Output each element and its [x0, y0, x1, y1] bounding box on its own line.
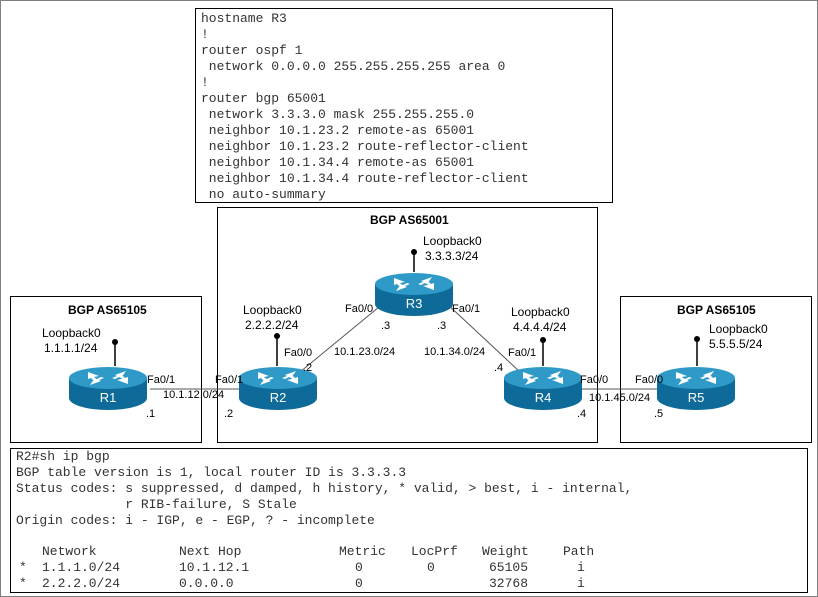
table-header-path: Path — [563, 544, 595, 559]
loopback-ip: 5.5.5.5/24 — [709, 337, 763, 351]
config-line: neighbor 10.1.23.2 remote-as 65001 — [201, 123, 475, 138]
iface-r4-fa00: Fa0/0 — [580, 374, 609, 386]
loopback-label-r2: Loopback0 2.2.2.2/24 — [243, 303, 302, 333]
link-r3-r4 — [444, 301, 521, 373]
config-line: network 3.3.3.0 mask 255.255.255.0 — [201, 107, 475, 122]
table-row-weight: 32768 — [489, 576, 529, 591]
iface-r3-fa00: Fa0/0 — [345, 303, 374, 315]
iface-r2-fa01: Fa0/1 — [215, 374, 244, 386]
table-row-status: * — [19, 560, 27, 575]
loopback-name: Loopback0 — [423, 234, 482, 248]
loopback-ip: 2.2.2.2/24 — [245, 318, 299, 332]
table-header-metric: Metric — [339, 544, 386, 559]
as-title-right: BGP AS65105 — [677, 303, 756, 317]
as-title-left: BGP AS65105 — [68, 303, 147, 317]
router-icon — [69, 367, 147, 410]
table-row-status: * — [19, 576, 27, 591]
router-name: R1 — [99, 390, 117, 405]
config-line: ! — [201, 75, 209, 90]
router-icon — [239, 367, 317, 410]
router-name: R2 — [269, 390, 287, 405]
config-line: neighbor 10.1.23.2 route-reflector-clien… — [201, 139, 529, 154]
loopback-ip: 3.3.3.3/24 — [425, 249, 479, 263]
output-line: r RIB-failure, S Stale — [16, 497, 297, 512]
loopback-name: Loopback0 — [42, 326, 101, 340]
loopback-dot-r4 — [540, 337, 546, 343]
router-name: R4 — [534, 390, 552, 405]
loopback-name: Loopback0 — [243, 303, 302, 317]
iface-r4-fa01: Fa0/1 — [508, 347, 537, 359]
loopback-ip: 1.1.1.1/24 — [44, 341, 98, 355]
router-icon — [375, 273, 453, 316]
bgp-output-box: R2#sh ip bgp BGP table version is 1, loc… — [10, 448, 808, 593]
router-r1[interactable]: R1 — [68, 366, 148, 412]
host-r3-left: .3 — [381, 320, 391, 332]
table-row-network: 1.1.1.0/24 — [42, 560, 121, 575]
table-row-metric: 0 — [355, 576, 363, 591]
subnet-r1-r2: 10.1.12.0/24 — [163, 389, 225, 401]
host-r4-right: .4 — [577, 408, 587, 420]
table-row-next-hop: 0.0.0.0 — [179, 576, 234, 591]
host-r1: .1 — [146, 408, 156, 420]
config-line: neighbor 10.1.34.4 remote-as 65001 — [201, 155, 475, 170]
as-title-center: BGP AS65001 — [370, 213, 449, 227]
table-row-path: i — [577, 560, 585, 575]
loopback-dot-r3 — [411, 249, 417, 255]
config-line: neighbor 10.1.34.4 route-reflector-clien… — [201, 171, 529, 186]
table-header-locprf: LocPrf — [411, 544, 458, 559]
host-r2-left: .2 — [224, 408, 234, 420]
config-line: no auto-summary — [201, 187, 326, 202]
loopback-dot-r1 — [112, 339, 118, 345]
router-icon — [657, 367, 735, 410]
router-r4[interactable]: R4 — [503, 366, 583, 412]
loopback-label-r3: Loopback0 3.3.3.3/24 — [423, 234, 482, 264]
table-header-next-hop: Next Hop — [179, 544, 242, 559]
table-header-network: Network — [42, 544, 97, 559]
config-line: router bgp 65001 — [201, 91, 326, 106]
subnet-r2-r3: 10.1.23.0/24 — [334, 346, 396, 358]
loopback-label-r5: Loopback0 5.5.5.5/24 — [709, 322, 768, 352]
host-r5: .5 — [654, 408, 664, 420]
iface-r5-fa00: Fa0/0 — [635, 374, 664, 386]
config-line: router ospf 1 — [201, 43, 303, 58]
output-line: Status codes: s suppressed, d damped, h … — [16, 481, 633, 496]
table-row-weight: 65105 — [489, 560, 529, 575]
loopback-name: Loopback0 — [511, 305, 570, 319]
iface-r2-fa00: Fa0/0 — [284, 347, 313, 359]
host-r2-right: .2 — [303, 362, 313, 374]
config-box: hostname R3 ! router ospf 1 network 0.0.… — [195, 8, 613, 203]
loopback-name: Loopback0 — [709, 322, 768, 336]
output-line: R2#sh ip bgp — [16, 449, 110, 464]
config-line: hostname R3 — [201, 11, 287, 26]
router-icon — [504, 367, 582, 410]
link-r2-r3 — [299, 301, 386, 373]
config-line: network 0.0.0.0 255.255.255.255 area 0 — [201, 59, 506, 74]
iface-r1-fa01: Fa0/1 — [147, 374, 176, 386]
loopback-ip: 4.4.4.4/24 — [513, 320, 567, 334]
host-r4-left: .4 — [494, 362, 504, 374]
loopback-dot-r2 — [274, 333, 280, 339]
iface-r3-fa01: Fa0/1 — [452, 303, 481, 315]
loopback-dot-r5 — [694, 336, 700, 342]
router-r3[interactable]: R3 — [374, 272, 454, 318]
table-header-weight: Weight — [482, 544, 529, 559]
host-r3-right: .3 — [437, 320, 447, 332]
subnet-r3-r4: 10.1.34.0/24 — [424, 346, 486, 358]
output-line: BGP table version is 1, local router ID … — [16, 465, 407, 480]
subnet-r4-r5: 10.1.45.0/24 — [589, 392, 651, 404]
table-row-network: 2.2.2.0/24 — [42, 576, 121, 591]
table-row-path: i — [577, 576, 585, 591]
router-r2[interactable]: R2 — [238, 366, 318, 412]
config-line: ! — [201, 27, 209, 42]
router-name: R3 — [405, 296, 423, 311]
router-r5[interactable]: R5 — [656, 366, 736, 412]
table-row-next-hop: 10.1.12.1 — [179, 560, 250, 575]
router-name: R5 — [687, 390, 705, 405]
table-row-locprf: 0 — [427, 560, 435, 575]
table-row-metric: 0 — [355, 560, 363, 575]
loopback-label-r4: Loopback0 4.4.4.4/24 — [511, 305, 570, 335]
loopback-label-r1: Loopback0 1.1.1.1/24 — [42, 326, 101, 356]
output-line: Origin codes: i - IGP, e - EGP, ? - inco… — [16, 513, 375, 528]
